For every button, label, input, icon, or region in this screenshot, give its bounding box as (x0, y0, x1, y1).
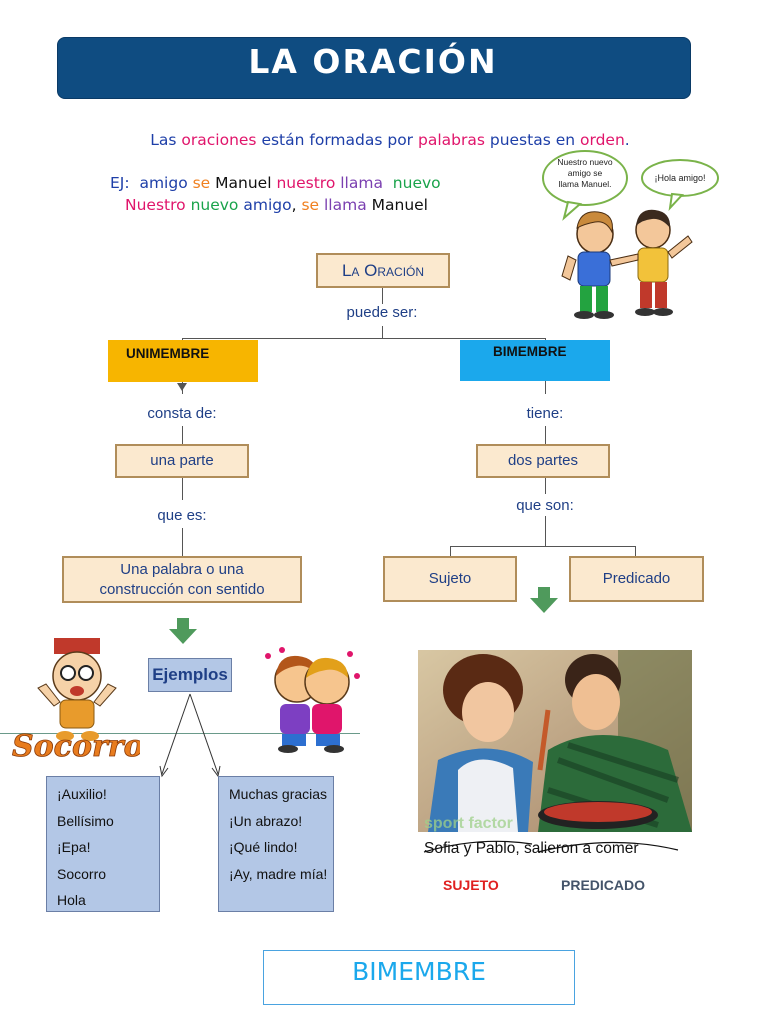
intro-word: palabras (417, 131, 485, 149)
example-line-2-word: Manuel (371, 196, 428, 214)
more-examples-list: Muchas gracias ¡Un abrazo! ¡Qué lindo! ¡Ay,… (218, 776, 334, 912)
title-banner (57, 37, 691, 99)
example-line-1-word: amigo (139, 174, 193, 192)
connector (382, 326, 383, 338)
definition-line-2: construcción con sentido (99, 581, 265, 598)
cooking-couple-photo: sport factor (418, 650, 692, 832)
definition-box: Una palabra o una construcción con senti… (62, 556, 302, 603)
boy-left (561, 211, 614, 319)
intro-word: están formadas por (256, 131, 418, 149)
ejemplos-branches (159, 693, 221, 778)
connector (545, 516, 546, 546)
consta-de-label: consta de: (147, 405, 217, 422)
example-line-1-word: EJ: (110, 174, 140, 192)
hugging-kids-illustration (265, 647, 360, 753)
boy-right (609, 209, 693, 316)
connector (182, 426, 183, 444)
unimembre-example: Hola (57, 892, 86, 908)
example-line-2-word: nuevo (190, 196, 244, 214)
bubble-left-line3: llama Manuel. (559, 179, 612, 189)
speech-bubble-right (641, 159, 719, 212)
unimembre-example: Socorro (57, 865, 107, 882)
connector (545, 478, 546, 494)
que-es-label: que es: (157, 507, 207, 524)
example-line-2-word: Nuestro (125, 196, 191, 214)
example-line-1-word: nuestro (276, 174, 341, 192)
intro-word: puestas en (484, 131, 580, 149)
connector (382, 288, 383, 304)
socorro-label: Socorro (12, 729, 140, 764)
ejemplos-box: Ejemplos (148, 658, 232, 692)
example-line-1-word: llama (340, 174, 393, 192)
connector (182, 478, 183, 500)
sujeto-label: SUJETO (443, 877, 499, 893)
example-item: ¡Qué lindo! (229, 839, 298, 855)
predicado-box: Predicado (569, 556, 704, 602)
unimembre-box: UNIMEMBRE (108, 340, 258, 382)
intro-word: . (624, 131, 630, 149)
bubble-left-line2: amigo se (568, 168, 603, 178)
bimembre-box: BIMEMBRE (460, 340, 610, 381)
root-box: La Oración (316, 253, 450, 288)
intro-word: oraciones (181, 131, 257, 149)
dos-partes-box: dos partes (476, 444, 610, 478)
puede-ser-label: puede ser: (346, 304, 418, 321)
page-title: LA ORACIÓN (248, 42, 498, 81)
tiene-label: tiene: (526, 405, 564, 422)
green-arrow-down-icon (169, 618, 197, 644)
example-line-1-word: Manuel (215, 174, 277, 192)
que-son-label: que son: (516, 497, 574, 514)
arrow-down-icon (177, 383, 187, 391)
definition-line-1: Una palabra o una (120, 561, 244, 578)
unimembre-example: Bellísimo (57, 812, 114, 829)
socorro-illustration: Socorro (12, 638, 140, 764)
underline-arcs (423, 840, 679, 853)
connector (450, 546, 451, 557)
connector (635, 546, 636, 557)
example-line-1: EJ: amigo se Manuel nuestro llama nuevo (110, 174, 441, 192)
example-item: ¡Ay, madre mía! (229, 865, 328, 882)
connector (182, 528, 183, 556)
divider (0, 733, 360, 734)
bimembre-footer-box: BIMEMBRE (263, 950, 575, 1005)
example-line-2-word: amigo (243, 196, 292, 214)
example-line-1-word: se (192, 174, 216, 192)
unimembre-example: ¡Auxilio! (57, 786, 107, 802)
intro-sentence: Las oraciones están formadas por palabra… (60, 131, 720, 149)
kids-illustration: Nuestro nuevo amigo se llama Manuel. ¡Ho… (542, 150, 719, 319)
green-arrow-down-icon (530, 587, 558, 613)
example-line-2: Nuestro nuevo amigo, se llama Manuel (125, 196, 428, 214)
example-line-1-word: nuevo (392, 174, 441, 192)
una-parte-box: una parte (115, 444, 249, 478)
speech-bubble-left (542, 150, 628, 221)
bubble-left-line1: Nuestro nuevo (557, 157, 613, 167)
example-line-2-word: llama (323, 196, 372, 214)
sentence-subject: Sofia y Pablo, (424, 840, 520, 857)
predicado-label: PREDICADO (561, 877, 646, 893)
sujeto-box: Sujeto (383, 556, 517, 602)
intro-word: Las (150, 131, 182, 149)
connector (182, 338, 546, 339)
connector (545, 426, 546, 444)
intro-word: orden (580, 131, 625, 149)
photo-watermark: sport factor (424, 815, 513, 832)
example-item: Muchas gracias (229, 786, 328, 802)
example-line-2-word: , (291, 196, 302, 214)
example-line-2-word: se (301, 196, 324, 214)
bubble-right-text: ¡Hola amigo! (654, 173, 705, 183)
unimembre-example: ¡Epa! (57, 839, 91, 855)
connector (450, 546, 636, 547)
example-item: ¡Un abrazo! (229, 812, 303, 829)
